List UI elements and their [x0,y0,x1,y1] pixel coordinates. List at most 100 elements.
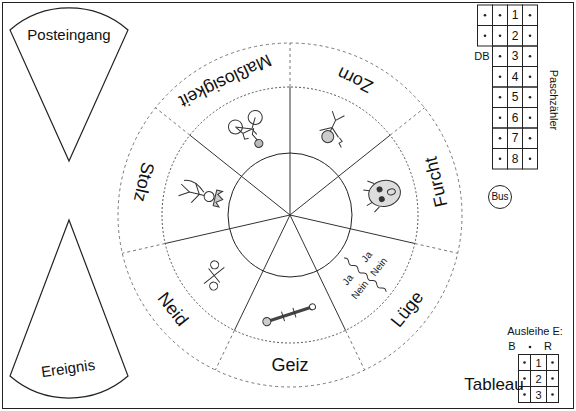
separator-dot [529,346,532,349]
figure-head [203,191,215,203]
grid-cell [523,149,538,170]
grid-cell [523,87,538,108]
eye [379,196,385,202]
counter-number: 7 [512,132,519,144]
lever-ticks [281,308,296,321]
grid-cell [508,108,523,129]
spoke-dashed [290,43,291,87]
spoke-dashed [390,108,424,135]
grid-cell [493,149,508,170]
answer-word: Nein [350,279,371,301]
lever-end [262,317,272,327]
loan-grid [519,346,559,403]
grid-dot [551,393,554,396]
grid-dot [499,137,502,140]
grid-cell [547,371,559,387]
counter-number: 2 [512,30,519,42]
loan-number: 2 [535,373,541,384]
grid-dot [551,377,554,380]
wheel [118,43,462,387]
fear-picture [362,174,404,213]
outer-ring [118,43,462,387]
figure-body [320,109,348,139]
spoke [290,87,291,215]
sector-label: Maßlosigkeit [176,50,274,109]
lever-end [309,303,317,311]
grid-cell [508,46,523,67]
pride-picture [178,179,226,209]
excess-picture [226,108,274,156]
anger-picture [316,109,354,150]
spoke-dashed [346,330,365,370]
spoke [290,215,346,330]
grid-dot [499,157,502,160]
answer-word: Ja [341,273,355,287]
row-tag: DB [474,51,489,62]
anger-zigzag [336,138,345,148]
spoke [165,215,290,243]
grid-dot [523,361,526,364]
grid-dot [551,361,554,364]
counter-number: 5 [512,91,519,103]
node-label: Posteingang [27,27,110,42]
grid-cell [523,67,538,88]
pasch-counter-grid [478,5,538,169]
board-title: Tableau [464,376,524,393]
counter-number: 4 [512,71,519,83]
inbox-wedge: Posteingang [8,3,130,165]
spoke-dashed [415,243,458,253]
sector-label: Lüge [388,287,427,330]
grid-cell [519,355,531,371]
figure-body [178,180,207,205]
rider-head [254,138,265,149]
grid-dot [499,34,502,37]
mouth [387,188,396,196]
grid-title: Ausleihe E: [507,326,563,337]
grid-cell [493,5,508,26]
grid-cell [493,128,508,149]
spoke [190,135,290,215]
grid-dot [529,157,532,160]
grid-cell [493,46,508,67]
counter-number: 3 [512,50,519,62]
grid-cell [493,26,508,47]
grid-cell [523,5,538,26]
picture-ring [162,87,418,343]
bus-circle: Bus [488,185,512,209]
grid-cell [531,371,547,387]
answer-word: Nein [369,256,390,278]
spoke-dashed [156,108,190,135]
grid-cell [508,149,523,170]
counter-number: 6 [512,112,519,124]
grid-dot [529,14,532,17]
counter-number: 1 [512,9,519,21]
column-head: B [508,341,515,352]
grid-cell [478,5,493,26]
loan-number: 1 [535,357,541,368]
hair [362,180,381,214]
counter-number: 8 [512,153,519,165]
eye [377,186,383,192]
grid-cell [523,128,538,149]
grid-dot [529,55,532,58]
grid-title: Paschzähler [548,70,559,131]
envy-ring [209,259,220,270]
spoke [290,215,415,243]
grid-cell [523,26,538,47]
grid-cell [493,67,508,88]
grid-dot [529,137,532,140]
node-label: Bus [491,192,508,202]
bicycle-frame [235,117,262,141]
sector-label: Geiz [271,356,308,374]
envy-ring [208,280,219,291]
answer-word: Ja [359,250,373,264]
sector-label: Neid [154,288,191,328]
grid-dot [499,96,502,99]
grid-dot [484,34,487,37]
crown [213,190,224,207]
grid-dot [499,116,502,119]
grid-cell [547,387,559,403]
circle-outline [489,186,512,209]
